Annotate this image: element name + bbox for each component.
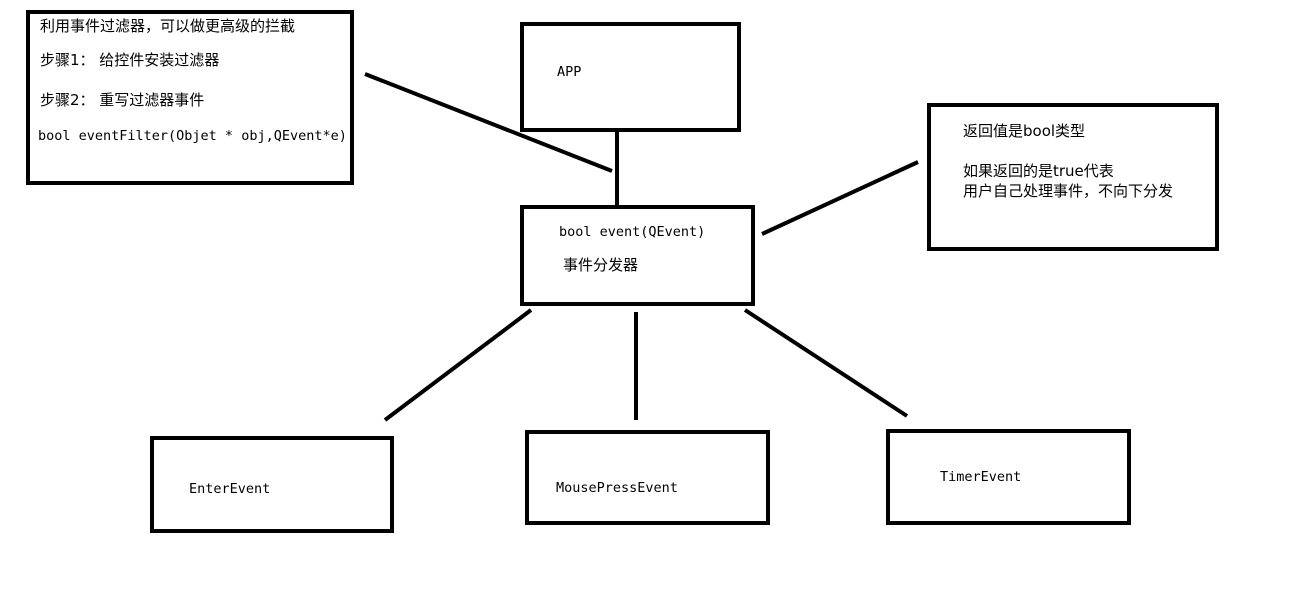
filter-step2: 步骤2： 重写过滤器事件 bbox=[40, 91, 205, 109]
enter-event-box bbox=[150, 436, 394, 533]
line-filter-to-dispatcher bbox=[364, 72, 613, 173]
dispatcher-signature: bool event(QEvent) bbox=[559, 224, 706, 240]
line-dispatcher-to-enter bbox=[383, 308, 533, 422]
app-label: APP bbox=[557, 64, 582, 80]
timer-event-label: TimerEvent bbox=[940, 469, 1022, 485]
filter-code: bool eventFilter(Objet * obj,QEvent*e) bbox=[38, 128, 347, 144]
return-line2: 如果返回的是true代表 bbox=[963, 162, 1114, 180]
timer-event-box bbox=[886, 429, 1131, 525]
mouse-press-event-box bbox=[525, 430, 770, 525]
return-line1: 返回值是bool类型 bbox=[963, 122, 1086, 140]
event-filter-box bbox=[26, 10, 354, 185]
filter-step1: 步骤1： 给控件安装过滤器 bbox=[40, 51, 220, 69]
filter-title: 利用事件过滤器，可以做更高级的拦截 bbox=[40, 17, 296, 35]
return-line3: 用户自己处理事件，不向下分发 bbox=[963, 182, 1174, 200]
dispatcher-box bbox=[520, 205, 755, 306]
mouse-press-event-label: MousePressEvent bbox=[556, 480, 678, 496]
app-box bbox=[520, 22, 741, 132]
dispatcher-label: 事件分发器 bbox=[563, 256, 639, 274]
line-dispatcher-to-return bbox=[761, 160, 919, 236]
line-dispatcher-to-timer bbox=[743, 308, 909, 418]
enter-event-label: EnterEvent bbox=[189, 481, 271, 497]
return-value-box bbox=[927, 103, 1219, 251]
